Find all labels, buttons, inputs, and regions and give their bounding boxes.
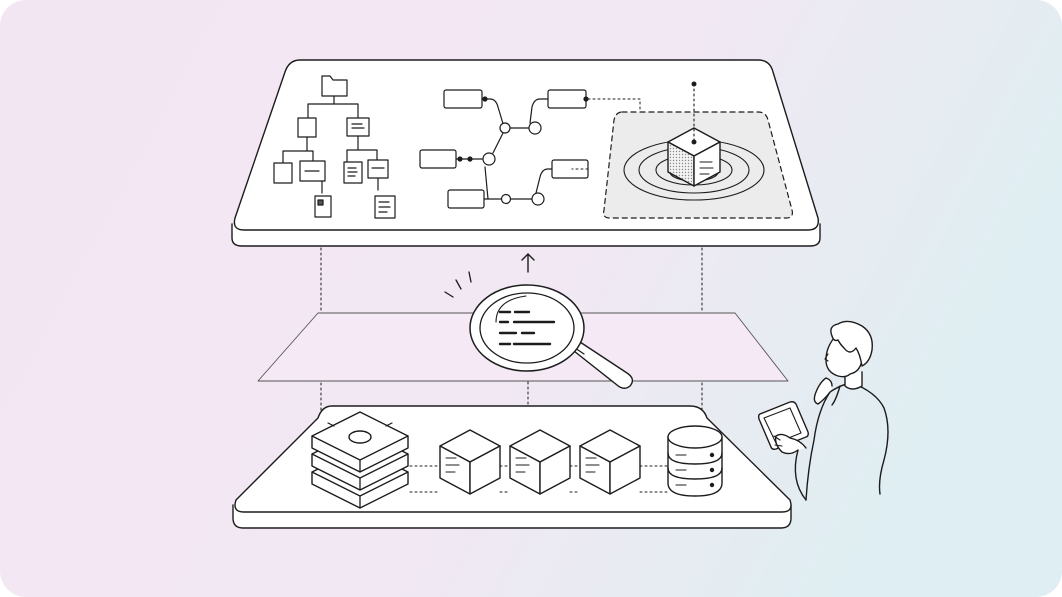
person-arm-raised	[813, 377, 833, 405]
arrow-up-icon	[521, 253, 535, 273]
database-icon	[667, 425, 723, 497]
stacked-layers-icon	[311, 411, 409, 509]
tablet-icon	[757, 401, 809, 450]
bottom-layer	[232, 405, 792, 529]
selected-cube-focus	[603, 81, 793, 219]
person-arm-holding	[774, 433, 807, 455]
node-flow-graph	[419, 89, 641, 209]
magnifier-search-icon	[444, 271, 634, 389]
cube-icon	[667, 127, 721, 187]
cube-icon	[439, 429, 501, 495]
folder-hierarchy	[273, 75, 396, 219]
search-result-lines	[498, 310, 556, 346]
middle-layer	[257, 271, 789, 389]
person-torso	[805, 382, 889, 501]
top-layer	[231, 59, 821, 247]
cube-icon	[579, 429, 641, 495]
person-head	[824, 320, 873, 390]
cube-icon	[509, 429, 571, 495]
person-with-tablet	[757, 320, 889, 501]
